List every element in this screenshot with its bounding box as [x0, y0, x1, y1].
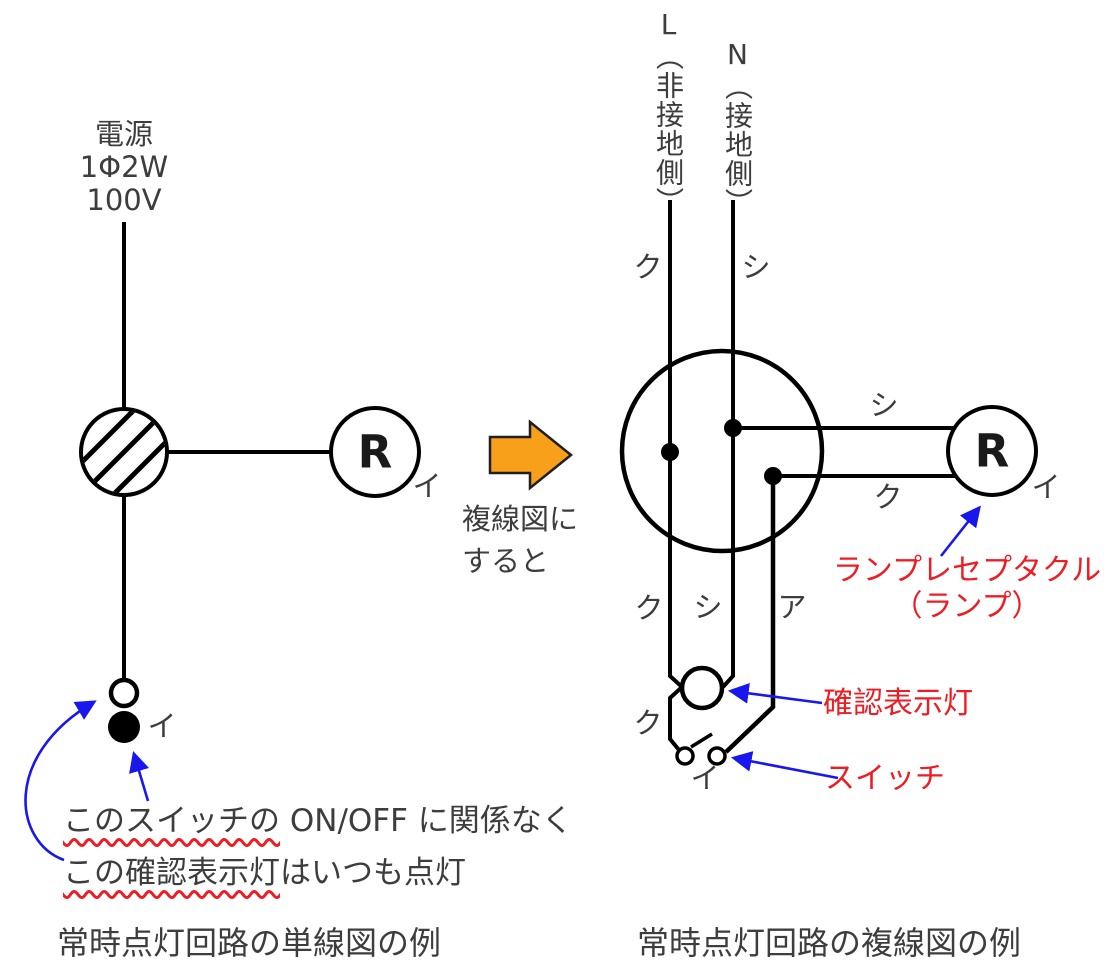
note-line1-rest: ON/OFF に関係なく — [280, 803, 573, 839]
junction-box-circle — [619, 348, 825, 554]
wire-label-lamp-lower: ク — [873, 480, 903, 515]
note-text: このスイッチの ON/OFF に関係なく この確認表示灯はいつも点灯 — [63, 795, 573, 899]
annotation-switch: スイッチ — [825, 761, 945, 796]
pilot-lamp-symbol-right — [679, 665, 725, 711]
note-line2-underlined: この確認表示灯 — [63, 855, 280, 891]
annotation-lamp-line1: ランプレセプタクル — [832, 553, 1102, 588]
wire-L-nongrounded — [668, 200, 685, 752]
big-right-arrow — [488, 419, 573, 491]
switch-contact-left — [675, 746, 695, 766]
label-L-nongrounded: L（非接地側） — [652, 8, 685, 216]
note-line2-rest: はいつも点灯 — [280, 855, 466, 891]
wire-label-lamp-upper: シ — [869, 388, 899, 423]
transform-caption-line2: すると — [462, 544, 550, 578]
lamp-receptacle-symbol-left — [329, 406, 421, 498]
caption-single-line: 常時点灯回路の単線図の例 — [57, 924, 442, 962]
annotation-lamp-line2: （ランプ） — [892, 589, 1042, 624]
note-line1: このスイッチの ON/OFF に関係なく — [63, 795, 573, 847]
wire-label-low-left: ク — [633, 706, 663, 741]
switch-tag-left: イ — [147, 709, 177, 744]
label-N-grounded: N（接地側） — [721, 38, 754, 217]
caption-multi-line: 常時点灯回路の複線図の例 — [637, 924, 1022, 962]
lamp-tag-right: イ — [1031, 470, 1061, 505]
arrow-to-lamp-receptacle — [939, 505, 981, 557]
lamp-tag-left: イ — [412, 469, 442, 504]
transform-caption-line1: 複線図に — [462, 502, 579, 536]
junction-dot-L — [661, 443, 679, 461]
note-line1-underlined: このスイッチの — [63, 803, 280, 839]
power-source-line3: 100V — [86, 183, 162, 217]
lamp-letter-right: R — [974, 424, 1010, 478]
pilot-lamp-symbol-left — [108, 677, 140, 709]
note-line2: この確認表示灯はいつも点灯 — [63, 847, 573, 899]
switch-symbol-left — [108, 711, 140, 743]
transform-caption: 複線図に すると — [462, 498, 578, 582]
wire-label-mid-left: ク — [634, 591, 664, 626]
annotation-pilot-lamp: 確認表示灯 — [823, 686, 973, 721]
curved-arrow-to-pilot-lamp — [24, 700, 97, 862]
power-source-line2: 1Φ2W — [79, 150, 169, 184]
arrow-to-pilot-lamp-right — [727, 683, 823, 705]
switch-contact-right — [707, 746, 727, 766]
wire-label-top-right: シ — [741, 250, 771, 285]
wire-label-mid-right: ア — [777, 590, 807, 625]
arrow-to-switch-right — [730, 751, 839, 780]
wire-label-top-left: ク — [633, 250, 663, 285]
lamp-letter-left: R — [357, 425, 393, 479]
wire-N-grounded — [721, 200, 735, 689]
power-source-label: 電源 1Φ2W 100V — [80, 118, 168, 217]
switch-tag-right: イ — [690, 761, 720, 796]
wire-label-mid-center: シ — [693, 590, 723, 625]
arrow-to-switch-left — [129, 751, 150, 802]
switch-lever — [690, 732, 713, 749]
wire-switched-return — [724, 476, 776, 754]
power-source-line1: 電源 — [94, 117, 153, 151]
lamp-receptacle-symbol-right — [946, 405, 1038, 497]
